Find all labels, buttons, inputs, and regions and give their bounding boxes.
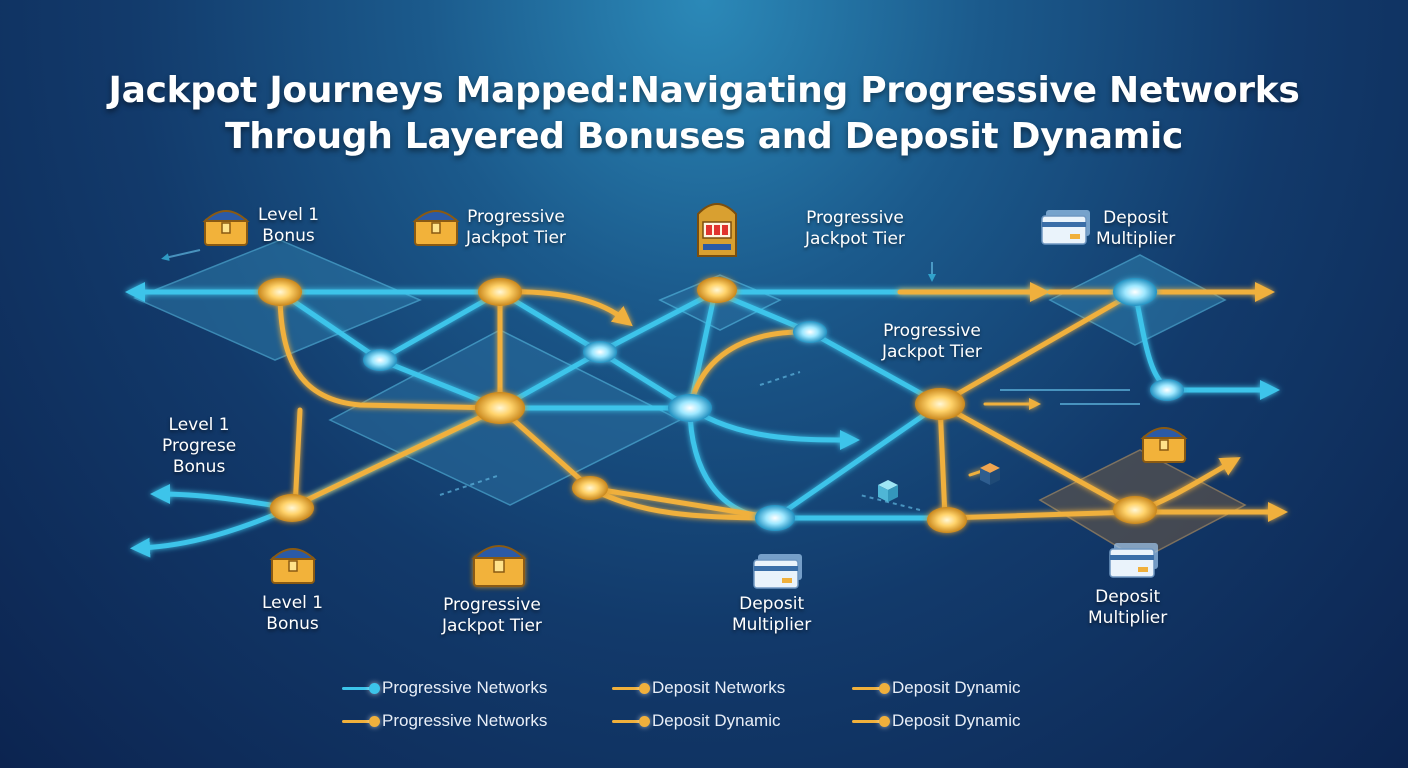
node-bottom-gold (927, 507, 967, 533)
gold-path-left-vertical (292, 407, 303, 511)
node-blue-1 (363, 349, 397, 371)
node-slot (697, 277, 737, 303)
legend-label: Deposit Dynamic (652, 711, 781, 730)
label-deposit-multiplier-top-right: Deposit Multiplier (1096, 208, 1176, 249)
legend-swatch (612, 682, 650, 694)
guide-center-2 (759, 371, 801, 386)
nodes (258, 277, 1184, 533)
label-progressive-tier-bottom: Progressive Jackpot Tier (442, 595, 542, 636)
legend-swatch (342, 715, 380, 727)
gold-path-mid-down (937, 401, 948, 521)
label-level1-bonus-bottom: Level 1 Bonus (262, 593, 324, 634)
guide-lines (161, 249, 1140, 511)
legend-label: Deposit Dynamic (892, 711, 1021, 730)
label-deposit-multiplier-bottom-mid: Deposit Multiplier (732, 594, 812, 635)
node-blue-3 (793, 321, 827, 343)
node-center (475, 392, 525, 424)
node-prog-top (478, 278, 522, 306)
guide-center-1 (439, 474, 501, 496)
node-bottom-right (1113, 496, 1157, 524)
node-hub (668, 394, 712, 422)
legend-item: Deposit Dynamic (852, 711, 1021, 731)
label-progressive-tier-mid-right: Progressive Jackpot Tier (882, 321, 982, 362)
credit-card-icon (753, 554, 802, 589)
node-left-bottom (270, 494, 314, 522)
legend-item: Deposit Dynamic (612, 711, 781, 731)
gold-path-mid-to-br (937, 401, 1138, 515)
treasure-chest-icon (269, 548, 317, 584)
node-blue-2 (583, 341, 617, 363)
node-right-blue (1150, 379, 1184, 401)
gold-path-center-left (587, 485, 778, 521)
legend-label: Deposit Networks (652, 678, 786, 697)
legend-item: Deposit Networks (612, 678, 785, 698)
guide-left-arrow (161, 249, 201, 262)
legend-swatch (612, 715, 650, 727)
gold-path-hub-arc (687, 329, 813, 411)
node-bottom-blue (755, 505, 795, 531)
legend-item: Progressive Networks (342, 711, 547, 731)
treasure-chest-icon (471, 545, 527, 587)
legend-swatch (342, 682, 380, 694)
diagram-title: Jackpot Journeys Mapped:Navigating Progr… (0, 68, 1408, 160)
legend-item: Deposit Dynamic (852, 678, 1021, 698)
slot-machine-icon (697, 203, 737, 257)
legend-label: Deposit Dynamic (892, 678, 1021, 697)
credit-card-icon (1109, 543, 1158, 578)
legend-item: Progressive Networks (342, 678, 547, 698)
legend-swatch (852, 715, 890, 727)
label-deposit-multiplier-bottom-right: Deposit Multiplier (1088, 587, 1168, 628)
node-l1-top (258, 278, 302, 306)
gold-path-n3-row (587, 485, 778, 521)
label-progressive-tier-top-left: Progressive Jackpot Tier (466, 207, 566, 248)
title-line-1: Jackpot Journeys Mapped:Navigating Progr… (108, 70, 1300, 112)
legend-label: Progressive Networks (382, 678, 548, 697)
node-mid-right (915, 388, 965, 420)
gold-path-center-down (497, 405, 593, 491)
treasure-chest-icon (1140, 427, 1188, 463)
credit-card-icon (1041, 210, 1090, 245)
blue-path-hub-arrow (687, 405, 860, 450)
cube-icon (980, 463, 1000, 485)
blue-path-left-arrow-2 (130, 505, 293, 558)
label-progressive-tier-top-mid: Progressive Jackpot Tier (805, 208, 905, 249)
legend-swatch (852, 682, 890, 694)
title-line-2: Through Layered Bonuses and Deposit Dyna… (224, 116, 1184, 158)
node-top-right (1113, 278, 1157, 306)
legend-label: Progressive Networks (382, 711, 548, 730)
label-level1-progrese-bonus: Level 1 Progrese Bonus (162, 415, 237, 477)
node-gold-3 (572, 476, 608, 500)
blue-path-n1-up (377, 289, 503, 363)
blue-path-bottom-up (772, 401, 943, 521)
treasure-chest-icon (412, 210, 460, 246)
gold-path-mid-to-top (937, 289, 1138, 407)
treasure-chest-icon (202, 210, 250, 246)
label-level1-bonus-top: Level 1 Bonus (258, 205, 320, 246)
guide-bottom (859, 494, 921, 511)
cube-icon (878, 480, 898, 502)
gold-path-left-loop (277, 289, 503, 411)
gold-path-left-to-center (287, 405, 503, 511)
blue-path-hub-down (687, 405, 778, 521)
